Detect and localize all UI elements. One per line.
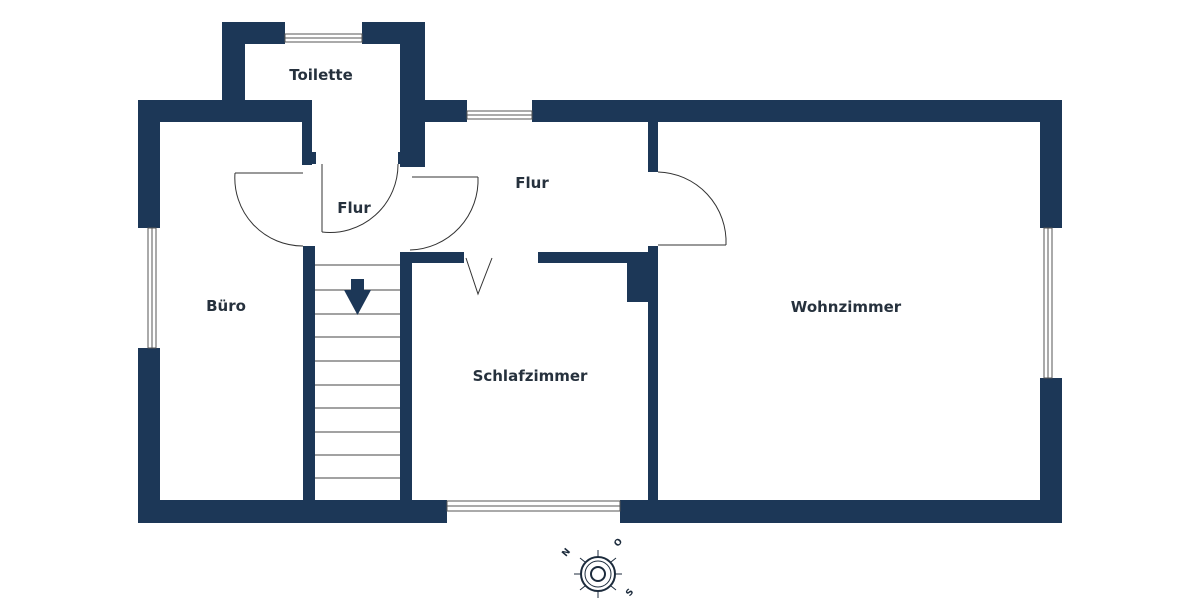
staircase — [315, 264, 400, 479]
room-label-flur: Flur — [515, 174, 549, 192]
room-label-wohnzimmer: Wohnzimmer — [790, 298, 902, 316]
windows — [147, 33, 1053, 512]
room-label-toilette: Toilette — [289, 66, 353, 84]
room-label-schlafzimmer: Schlafzimmer — [472, 367, 588, 385]
room-label-flur-small: Flur — [337, 199, 371, 217]
compass-rose-icon — [574, 550, 622, 598]
room-label-buero: Büro — [206, 297, 246, 315]
stair-direction-arrow-down-icon — [344, 279, 371, 315]
doors — [234, 163, 727, 296]
walls — [138, 22, 1062, 523]
